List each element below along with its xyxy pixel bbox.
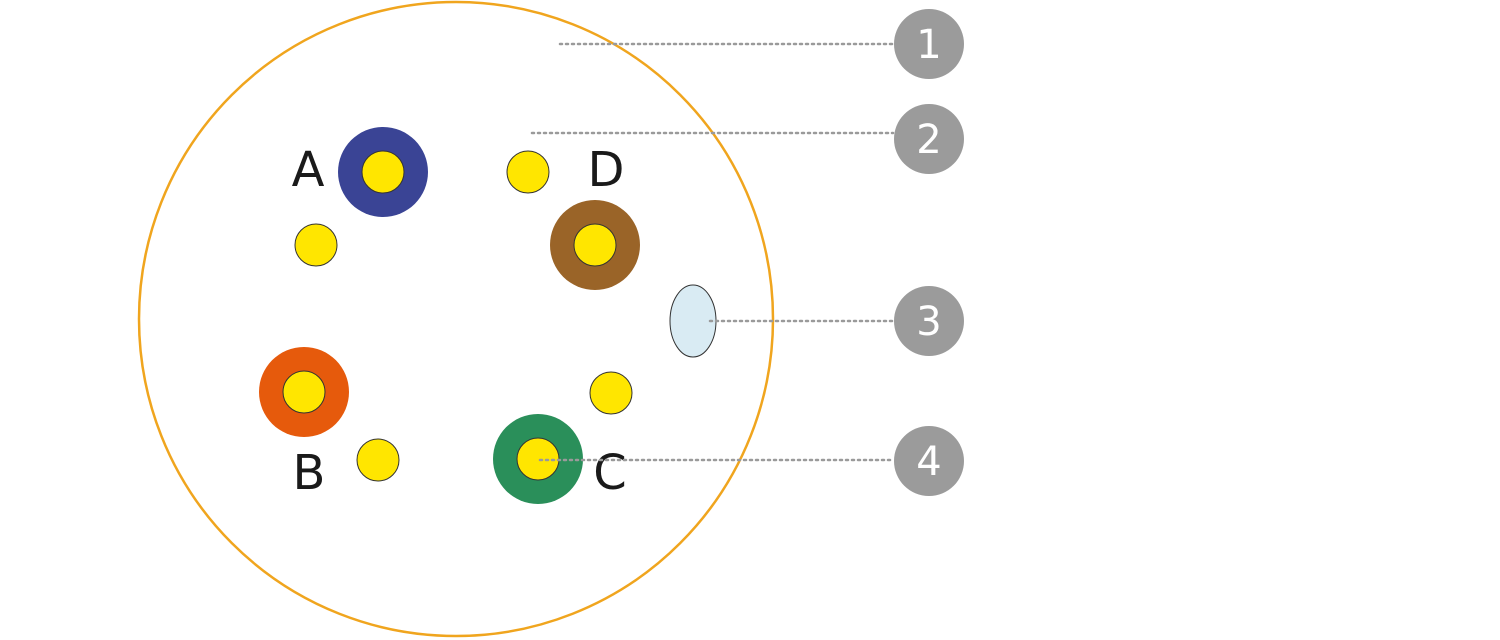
plate-outline bbox=[137, 0, 775, 638]
site-d-label: D bbox=[588, 142, 625, 198]
plain-spot bbox=[589, 371, 633, 415]
callout-3-number: 3 bbox=[916, 299, 941, 345]
callout-1-marker bbox=[894, 9, 964, 79]
callout-2: 2 bbox=[894, 104, 964, 174]
site-b-label: B bbox=[293, 445, 326, 501]
site-c-label: C bbox=[593, 445, 627, 501]
site-a: A bbox=[292, 127, 428, 217]
site-a-spot bbox=[361, 150, 405, 194]
plain-spot bbox=[356, 438, 400, 482]
callout-4: 4 bbox=[894, 426, 964, 496]
callout-3: 3 bbox=[894, 286, 964, 356]
site-c: C bbox=[493, 414, 627, 504]
site-b: B bbox=[259, 347, 349, 501]
plain-spot bbox=[294, 223, 338, 267]
site-a-label: A bbox=[292, 142, 325, 198]
callout-1: 1 bbox=[894, 9, 964, 79]
callout-4-number: 4 bbox=[916, 439, 941, 485]
callout-2-number: 2 bbox=[916, 117, 941, 163]
site-b-spot bbox=[282, 370, 326, 414]
site-d-spot bbox=[573, 223, 617, 267]
callout-1-number: 1 bbox=[916, 22, 941, 68]
plain-spot bbox=[506, 150, 550, 194]
callout-2-marker bbox=[894, 104, 964, 174]
site-d: D bbox=[550, 142, 640, 290]
callout-4-marker bbox=[894, 426, 964, 496]
callout-3-marker bbox=[894, 286, 964, 356]
